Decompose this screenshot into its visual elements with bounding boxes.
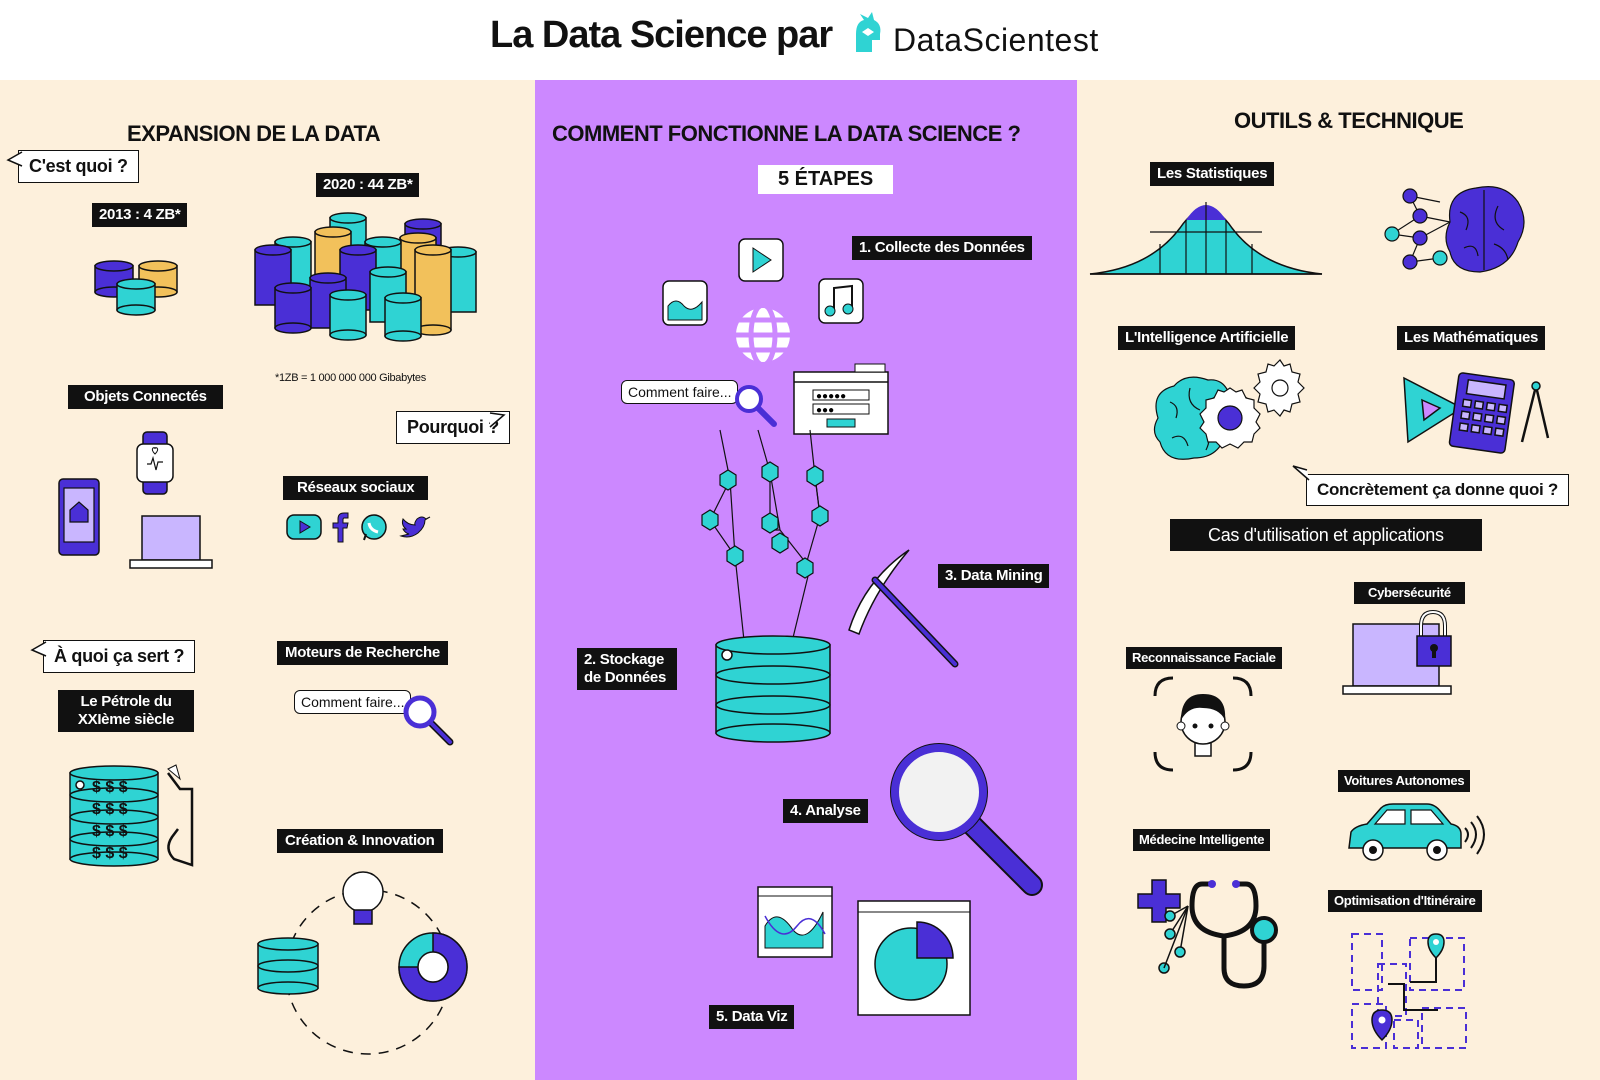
oil-database-icon: $ $ $ $ $ $ $ $ $ $ $ $ <box>69 764 194 867</box>
facebook-icon <box>332 512 349 543</box>
tag-route-optimization: Optimisation d'Itinéraire <box>1328 890 1482 912</box>
neural-brain-icon <box>1384 186 1525 273</box>
globe-icon <box>730 302 796 368</box>
route-map-icon <box>1351 933 1467 1049</box>
tag-maths: Les Mathématiques <box>1397 326 1546 350</box>
ai-brain-gears-icon <box>1153 359 1305 460</box>
tag-search-engines: Moteurs de Recherche <box>277 641 448 665</box>
medicine-stethoscope-icon <box>1137 879 1278 989</box>
tag-autonomous-cars: Voitures Autonomes <box>1338 770 1471 792</box>
large-magnifier-icon <box>890 743 1043 896</box>
maths-tools-icon <box>1403 372 1550 454</box>
step-3-label: 3. Data Mining <box>938 564 1050 588</box>
tag-oil: Le Pétrole du XXIème siècle <box>58 690 194 732</box>
steps-box: 5 ÉTAPES <box>758 165 894 194</box>
tag-2020: 2020 : 44 ZB* <box>316 173 420 197</box>
tag-smart-medicine: Médecine Intelligente <box>1133 829 1271 851</box>
svg-text:$ $ $: $ $ $ <box>92 845 128 862</box>
magnifier-icon <box>735 385 777 427</box>
twitter-icon <box>399 516 431 538</box>
tag-use-cases: Cas d'utilisation et applications <box>1170 519 1482 551</box>
play-icon <box>738 238 784 282</box>
innovation-cycle-icon <box>257 871 468 1055</box>
tag-innovation: Création & Innovation <box>277 829 443 853</box>
bubble-tail <box>1292 465 1310 481</box>
tag-iot: Objets Connectés <box>68 385 223 409</box>
smartphone-icon <box>58 478 100 556</box>
bubble-why: Pourquoi ? <box>396 411 510 444</box>
svg-text:●●●●●: ●●●●● <box>816 391 846 402</box>
bubble-tail <box>6 151 23 167</box>
line-chart-icon <box>757 886 833 958</box>
right-heading: OUTILS & TECHNIQUE <box>1234 108 1464 133</box>
laptop-lock-icon <box>1342 609 1452 695</box>
magnifier-icon <box>403 695 454 746</box>
car-icon <box>1348 803 1485 861</box>
face-recognition-icon <box>1153 676 1253 772</box>
search-input[interactable]: Comment faire... <box>294 690 412 714</box>
logo-wordmark: DataScientest <box>893 22 1099 58</box>
page-title: La Data Science par <box>490 14 833 56</box>
tag-social: Réseaux sociaux <box>283 476 429 500</box>
tag-2013: 2013 : 4 ZB* <box>92 203 188 227</box>
bell-curve-icon <box>1089 202 1323 275</box>
tag-face-recognition: Reconnaissance Faciale <box>1126 647 1282 669</box>
smartwatch-icon <box>136 431 174 495</box>
storage-database-icon <box>715 635 831 743</box>
step-2-label: 2. Stockage de Données <box>577 648 677 690</box>
middle-search-input[interactable]: Comment faire... <box>621 380 739 404</box>
step-5-label: 5. Data Viz <box>709 1005 795 1029</box>
bubble-use: À quoi ça sert ? <box>43 640 196 673</box>
left-heading: EXPANSION DE LA DATA <box>127 121 381 146</box>
bubble-tail <box>30 641 47 657</box>
bubble-what: C'est quoi ? <box>18 150 139 183</box>
laptop-icon <box>129 515 213 569</box>
login-window-icon: ●●●●● ●●● <box>793 363 889 435</box>
svg-text:$ $ $: $ $ $ <box>92 779 128 796</box>
footnote-zb: *1ZB = 1 000 000 000 Gibabytes <box>275 372 426 384</box>
database-stack-small-icon <box>94 260 178 316</box>
database-stack-large-icon <box>254 212 477 342</box>
bubble-tail <box>489 412 506 428</box>
tag-statistics: Les Statistiques <box>1150 162 1275 186</box>
music-icon <box>818 278 864 324</box>
step-1-label: 1. Collecte des Données <box>852 236 1032 260</box>
pickaxe-icon <box>848 549 959 668</box>
youtube-icon <box>286 514 322 540</box>
bubble-concrete: Concrètement ça donne quoi ? <box>1306 474 1569 506</box>
middle-heading: COMMENT FONCTIONNE LA DATA SCIENCE ? <box>552 121 1021 146</box>
image-icon <box>662 280 708 326</box>
datascientest-logo-icon <box>856 12 881 52</box>
svg-text:●●●: ●●● <box>816 405 834 416</box>
step-4-label: 4. Analyse <box>783 799 868 823</box>
tag-cybersecurity: Cybersécurité <box>1354 582 1465 604</box>
data-network-icon <box>701 429 829 651</box>
svg-text:$ $ $: $ $ $ <box>92 823 128 840</box>
svg-text:$ $ $: $ $ $ <box>92 801 128 818</box>
header: La Data Science par DataScientest <box>0 0 1600 80</box>
tag-ai: L'Intelligence Artificielle <box>1118 326 1296 350</box>
whatsapp-icon <box>361 514 387 541</box>
pie-chart-icon <box>857 900 971 1016</box>
